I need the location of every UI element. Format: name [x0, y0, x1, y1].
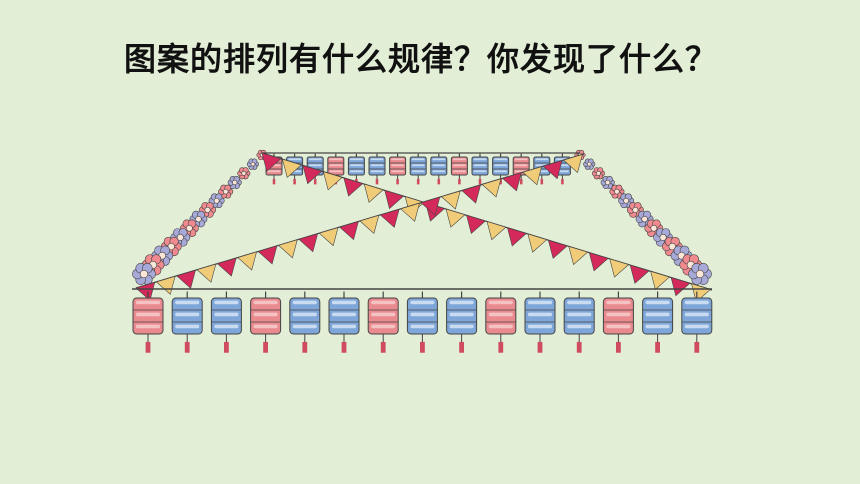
top-lantern [492, 153, 510, 185]
ascending-flag [176, 269, 196, 289]
descending-flag [547, 239, 568, 259]
top-lantern [368, 153, 386, 185]
flower [583, 158, 596, 170]
descending-flag [629, 264, 650, 284]
top-lantern [430, 153, 448, 185]
ascending-flag [481, 178, 502, 198]
ascending-flag [359, 214, 380, 235]
bottom-lantern [406, 291, 438, 353]
bottom-lantern [681, 291, 713, 353]
top-lantern [512, 153, 530, 185]
ascending-flag [318, 227, 339, 247]
descending-flag [261, 152, 282, 172]
flower [626, 202, 644, 218]
flower [661, 236, 683, 257]
descending-flag [650, 270, 671, 291]
flower [132, 263, 156, 285]
descending-flag [384, 189, 405, 210]
bottom-lantern [328, 291, 360, 353]
flower [208, 193, 225, 209]
top-lantern [471, 153, 489, 185]
flower [688, 263, 712, 285]
descending-flag [588, 252, 609, 272]
bottom-lantern [524, 291, 556, 353]
bottom-lantern-string [132, 288, 713, 353]
flower [609, 184, 625, 199]
ascending-flag [542, 160, 563, 180]
descending-flag [363, 183, 384, 203]
ascending-flag [135, 281, 156, 302]
descending-flag [670, 277, 691, 297]
ascending-flag [339, 221, 359, 241]
ascending-flag [155, 275, 176, 295]
descending-flag [343, 177, 364, 197]
bottom-lantern [210, 291, 242, 353]
flower [246, 158, 259, 170]
bottom-lantern [289, 291, 321, 353]
descending-flag [609, 258, 630, 278]
ascending-flag [522, 166, 543, 186]
ascending-flag [563, 154, 583, 174]
descending-flag [322, 171, 343, 191]
bottom-lantern [367, 291, 399, 353]
ascending-flag [461, 184, 481, 204]
bottom-lantern [446, 291, 478, 353]
top-lantern [389, 153, 407, 185]
descending-flag [568, 245, 589, 266]
bottom-lantern [171, 291, 203, 353]
bottom-lantern [602, 291, 634, 353]
flower-garland-left [132, 149, 268, 285]
descending-flag [302, 165, 323, 185]
ascending-flag [440, 190, 461, 210]
bottom-lantern [642, 291, 674, 353]
ascending-flag [216, 257, 237, 277]
descending-flag [527, 233, 548, 253]
bottom-lantern [563, 291, 595, 353]
flower [591, 167, 605, 180]
ascending-flag [298, 233, 319, 253]
flag-bunting-ascending [135, 153, 585, 302]
ascending-flag [379, 208, 400, 228]
bottom-lantern [250, 291, 282, 353]
top-lantern [450, 153, 468, 185]
flower [189, 210, 208, 228]
ascending-flag [420, 196, 441, 216]
ascending-flag [257, 245, 278, 265]
descending-flag [282, 158, 302, 178]
descending-flag [507, 227, 527, 247]
flower [227, 175, 242, 189]
ascending-flag [501, 172, 522, 192]
ascending-flag [237, 251, 257, 271]
flower [600, 175, 615, 189]
ascending-flag [400, 202, 420, 222]
flower [635, 210, 654, 228]
ascending-flag [277, 239, 298, 259]
descending-flag [466, 214, 486, 235]
flower [237, 167, 251, 180]
descending-flag [486, 221, 507, 241]
bottom-lantern [132, 291, 164, 353]
top-lantern [409, 153, 427, 185]
descending-flag [445, 208, 466, 228]
bottom-lantern [485, 291, 517, 353]
ascending-flag [196, 263, 217, 283]
page-title: 图案的排列有什么规律？你发现了什么？ [124, 40, 719, 78]
